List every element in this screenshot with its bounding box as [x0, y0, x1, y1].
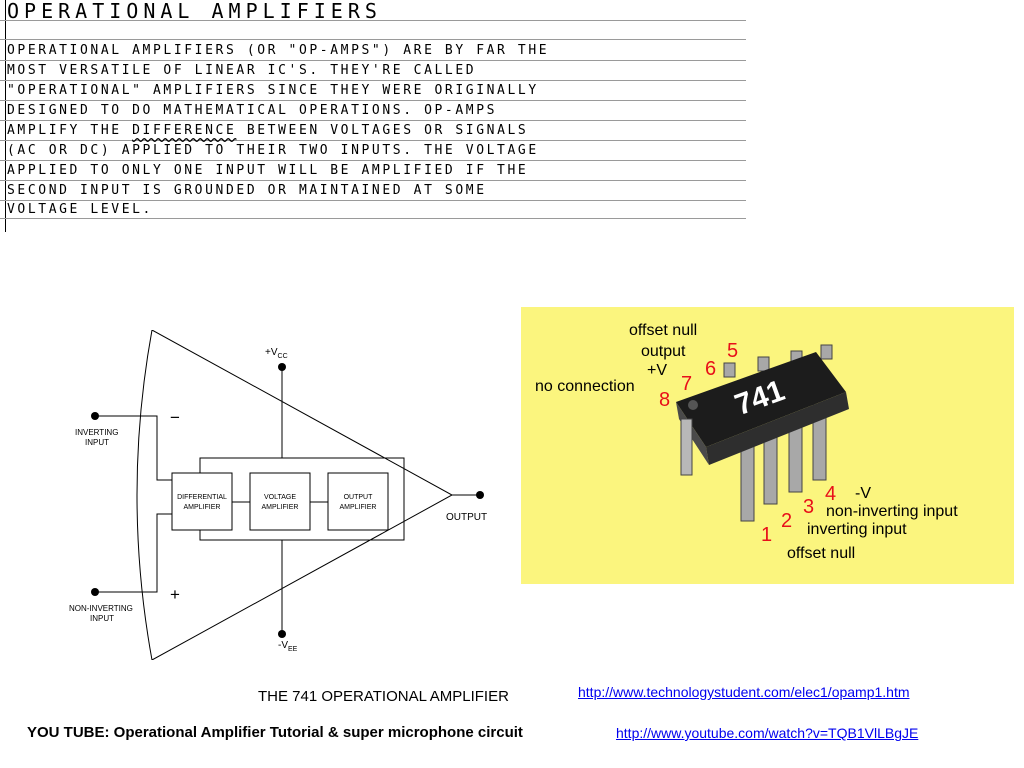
front-pins: [680, 418, 693, 476]
output-amp-label-1: OUTPUT: [344, 494, 374, 501]
notes-line: OPERATIONAL AMPLIFIERS (OR "OP-AMPS") AR…: [7, 43, 550, 58]
ruled-line: [0, 100, 746, 101]
pin8-number: 8: [659, 389, 670, 411]
inverting-label-2: INPUT: [85, 438, 109, 447]
notes-line: (AC OR DC) APPLIED TO THEIR TWO INPUTS. …: [7, 143, 539, 158]
pin1-label: offset null: [787, 545, 855, 562]
margin-rule: [5, 0, 6, 232]
ruled-line: [0, 160, 746, 161]
plus-sign: +: [170, 585, 180, 604]
chip-body-front: [706, 392, 849, 465]
pin3-number: 3: [803, 496, 814, 518]
ruled-line: [0, 39, 746, 40]
notes-text: BETWEEN VOLTAGES OR SIGNALS: [236, 123, 529, 138]
ruled-line: [0, 200, 746, 201]
output-terminal: [476, 491, 484, 499]
voltage-label-2: AMPLIFIER: [262, 504, 299, 511]
notes-line: VOLTAGE LEVEL.: [7, 202, 153, 217]
pin1-number: 1: [761, 524, 772, 546]
emphasized-word: DIFFERENCE: [132, 123, 237, 138]
pin7-number: 7: [681, 373, 692, 395]
pin4-number: 4: [825, 483, 836, 505]
output-amplifier-box: [327, 472, 389, 531]
notes-text: AMPLIFY THE: [7, 123, 133, 138]
minus-sign: −: [170, 408, 180, 427]
chip-pinout-illustration: 741 offset null 5 output 6 +V 7 no conne…: [521, 307, 1014, 584]
vcc-terminal: [278, 363, 286, 371]
vee-terminal: [278, 630, 286, 638]
notes-line: DESIGNED TO DO MATHEMATICAL OPERATIONS. …: [7, 103, 498, 118]
inverting-label-1: INVERTING: [75, 428, 118, 437]
differential-label-2: AMPLIFIER: [184, 504, 221, 511]
pin2-number: 2: [781, 510, 792, 532]
voltage-label-1: VOLTAGE: [264, 494, 296, 501]
noninverting-label-1: NON-INVERTING: [69, 604, 133, 613]
vee-label: -VEE: [278, 640, 298, 653]
voltage-amplifier-box: [249, 472, 311, 531]
inverting-wire: [95, 415, 172, 481]
handwritten-notes: OPERATIONAL AMPLIFIERS OPERATIONAL AMPLI…: [0, 0, 746, 232]
pin5-number: 5: [727, 340, 738, 362]
pin4-label: -V: [855, 485, 871, 502]
ruled-line: [0, 60, 746, 61]
notes-line: SECOND INPUT IS GROUNDED OR MAINTAINED A…: [7, 183, 487, 198]
noninverting-wire: [95, 513, 172, 593]
pin8-label: no connection: [535, 378, 635, 395]
opamp-block-diagram: +VCC -VEE INVERTING INPUT − NON-INVERTIN…: [69, 330, 487, 660]
notes-title: OPERATIONAL AMPLIFIERS: [7, 0, 382, 23]
pin5-label: offset null: [629, 322, 697, 339]
ruled-line: [0, 180, 746, 181]
pin6-number: 6: [705, 358, 716, 380]
notes-line: APPLIED TO ONLY ONE INPUT WILL BE AMPLIF…: [7, 163, 529, 178]
ruled-line: [0, 20, 746, 21]
pin7-label: +V: [647, 362, 667, 379]
back-pins: [723, 344, 833, 522]
ruled-line: [0, 218, 746, 219]
vcc-label: +VCC: [265, 347, 288, 360]
opamp-triangle: [136, 330, 454, 660]
technologystudent-link[interactable]: http://www.technologystudent.com/elec1/o…: [578, 684, 910, 700]
ruled-line: [0, 140, 746, 141]
youtube-label: YOU TUBE: Operational Amplifier Tutorial…: [27, 724, 523, 741]
output-amp-label-2: AMPLIFIER: [340, 504, 377, 511]
notes-line: MOST VERSATILE OF LINEAR IC'S. THEY'RE C…: [7, 63, 477, 78]
notes-line: "OPERATIONAL" AMPLIFIERS SINCE THEY WERE…: [7, 83, 539, 98]
youtube-link[interactable]: http://www.youtube.com/watch?v=TQB1VlLBg…: [616, 725, 919, 741]
pin2-label: inverting input: [807, 521, 907, 538]
differential-label-1: DIFFERENTIAL: [177, 494, 227, 501]
ruled-line: [0, 80, 746, 81]
output-label: OUTPUT: [446, 512, 487, 523]
ruled-line: [0, 120, 746, 121]
pin1-notch: [688, 400, 698, 410]
differential-amplifier-box: [171, 472, 233, 531]
pin6-label: output: [641, 343, 686, 360]
notes-line: AMPLIFY THE DIFFERENCE BETWEEN VOLTAGES …: [7, 122, 528, 140]
pin3-label: non-inverting input: [826, 503, 958, 520]
diagram-caption: THE 741 OPERATIONAL AMPLIFIER: [258, 688, 509, 705]
noninverting-label-2: INPUT: [90, 614, 114, 623]
chip-body-top: [676, 352, 846, 447]
